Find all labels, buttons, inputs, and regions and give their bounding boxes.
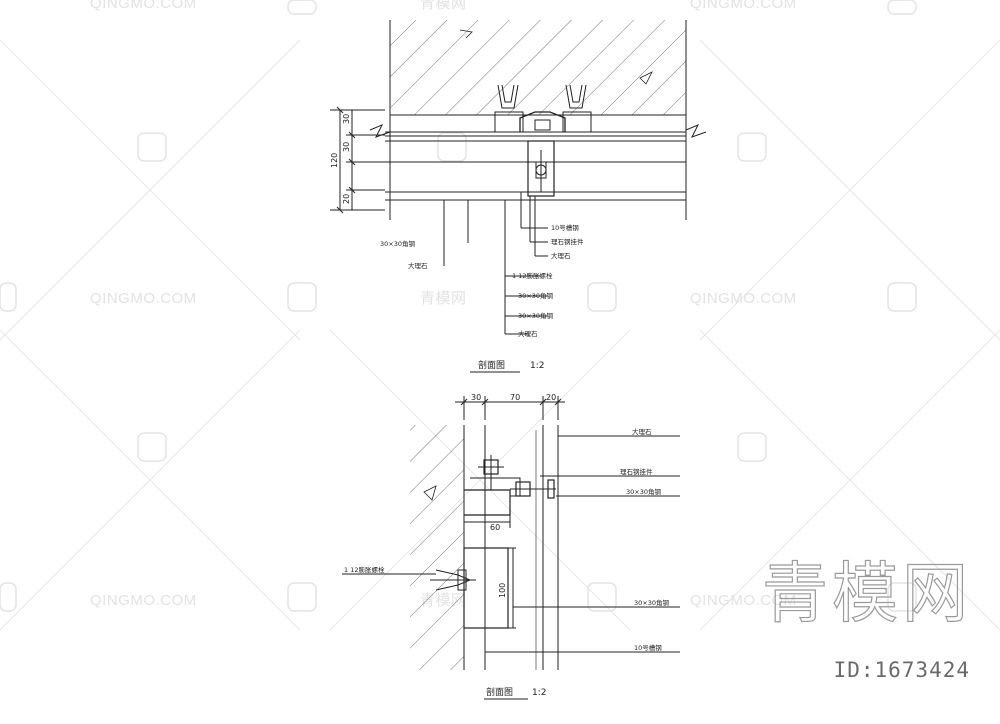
- dim-bottom-60: 60: [490, 523, 500, 532]
- svg-text:青模网: 青模网: [420, 290, 467, 307]
- svg-text:QINGMO.COM: QINGMO.COM: [90, 592, 197, 609]
- label-top-stone-mid: 大理石: [551, 251, 571, 260]
- dim-bottom-20: 20: [546, 393, 556, 402]
- label-top-bolt: 1 12膨胀螺栓: [512, 271, 553, 280]
- bottom-title: 剖面图 1:2: [486, 686, 546, 698]
- svg-text:青模网: 青模网: [420, 0, 467, 12]
- label-bottom-connector: 理石钢挂件: [620, 467, 653, 476]
- bottom-dimension-texts: 30 70 20 60 100: [471, 393, 556, 598]
- bottom-title-scale: 1:2: [532, 688, 546, 698]
- brand-logo-text: 青模网: [761, 554, 972, 632]
- watermark-layer: [0, 39, 1000, 631]
- dim-top-30b: 30: [342, 142, 351, 152]
- wall-hatch-bottom: [410, 425, 464, 670]
- label-bottom-angle-a: 30×30角钢: [626, 487, 661, 496]
- label-top-stone-bottom: 大理石: [518, 329, 538, 338]
- wall-hatch-top: [390, 20, 686, 115]
- label-bottom-stone: 大理石: [632, 427, 652, 436]
- svg-text:QINGMO.COM: QINGMO.COM: [690, 290, 797, 307]
- top-title-scale: 1:2: [530, 361, 544, 371]
- label-bottom-bolt: 1 12膨胀螺栓: [344, 565, 385, 574]
- watermark-logos: [0, 0, 917, 612]
- label-top-stone-left: 大理石: [408, 261, 428, 270]
- top-labels: 30×30角钢 大理石 10号槽钢 理石钢挂件 大理石 1 12膨胀螺栓 30×…: [380, 223, 584, 338]
- dim-bottom-70: 70: [510, 393, 520, 402]
- anchor-left: [494, 84, 524, 133]
- dim-top-20: 20: [342, 194, 351, 204]
- top-title: 剖面图 1:2: [478, 359, 544, 371]
- bottom-section: [342, 396, 680, 700]
- label-top-channel: 10号槽钢: [551, 223, 579, 232]
- label-top-connector: 理石钢挂件: [551, 237, 584, 246]
- svg-text:QINGMO.COM: QINGMO.COM: [90, 0, 197, 12]
- dim-bottom-30: 30: [471, 393, 481, 402]
- svg-text:QINGMO.COM: QINGMO.COM: [690, 592, 797, 609]
- dim-top-30a: 30: [342, 114, 351, 124]
- top-title-text: 剖面图: [478, 359, 505, 371]
- anchor-right: [562, 84, 592, 133]
- label-bottom-angle-b: 30×30角钢: [634, 598, 669, 607]
- top-section: [330, 20, 707, 373]
- bottom-title-text: 剖面图: [486, 686, 513, 698]
- dim-bottom-100: 100: [498, 583, 507, 598]
- label-top-angle-left: 30×30角钢: [380, 239, 415, 248]
- label-top-angle-a: 30×30角钢: [518, 291, 553, 300]
- label-bottom-channel: 10号槽钢: [634, 643, 662, 652]
- bottom-labels: 大理石 理石钢挂件 30×30角钢 1 12膨胀螺栓 30×30角钢 10号槽钢: [344, 427, 669, 652]
- top-dimension-texts: 30 30 20 120: [330, 114, 351, 204]
- svg-text:QINGMO.COM: QINGMO.COM: [90, 290, 197, 307]
- resource-id: ID:1673424: [833, 658, 970, 682]
- svg-text:QINGMO.COM: QINGMO.COM: [690, 0, 797, 12]
- dim-top-120: 120: [330, 153, 339, 168]
- label-top-angle-b: 30×30角钢: [518, 311, 553, 320]
